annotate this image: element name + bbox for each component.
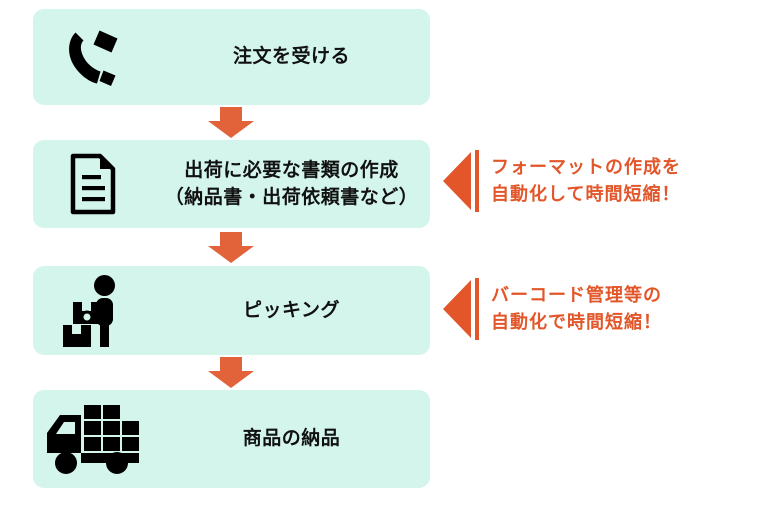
arrow-order-to-documents bbox=[208, 107, 254, 138]
step-label: ピッキング bbox=[243, 298, 340, 321]
worker-picking-boxes-icon bbox=[33, 266, 153, 355]
delivery-truck-icon bbox=[33, 390, 153, 488]
arrow-documents-to-picking bbox=[208, 232, 254, 263]
step-label: 出荷に必要な書類の作成 （納品書・出荷依頼書など） bbox=[164, 159, 419, 208]
step-label: 商品の納品 bbox=[242, 427, 341, 450]
process-step-order[interactable]: 注文を受ける bbox=[33, 9, 430, 105]
note-text: フォーマットの作成を 自動化して時間短縮！ bbox=[491, 157, 681, 205]
left-pointing-triangle-icon bbox=[443, 278, 485, 340]
note-text: バーコード管理等の 自動化で時間短縮！ bbox=[491, 285, 662, 333]
process-step-documents[interactable]: 出荷に必要な書類の作成 （納品書・出荷依頼書など） bbox=[33, 140, 430, 228]
note-picking: バーコード管理等の 自動化で時間短縮！ bbox=[443, 278, 662, 340]
telephone-receiver-icon bbox=[33, 9, 153, 105]
document-icon bbox=[33, 140, 153, 228]
process-step-delivery[interactable]: 商品の納品 bbox=[33, 390, 430, 488]
step-label: 注文を受ける bbox=[232, 45, 350, 68]
process-step-picking[interactable]: ピッキング bbox=[33, 266, 430, 355]
arrow-picking-to-delivery bbox=[208, 357, 254, 388]
left-pointing-triangle-icon bbox=[443, 150, 485, 212]
note-documents: フォーマットの作成を 自動化して時間短縮！ bbox=[443, 150, 681, 212]
